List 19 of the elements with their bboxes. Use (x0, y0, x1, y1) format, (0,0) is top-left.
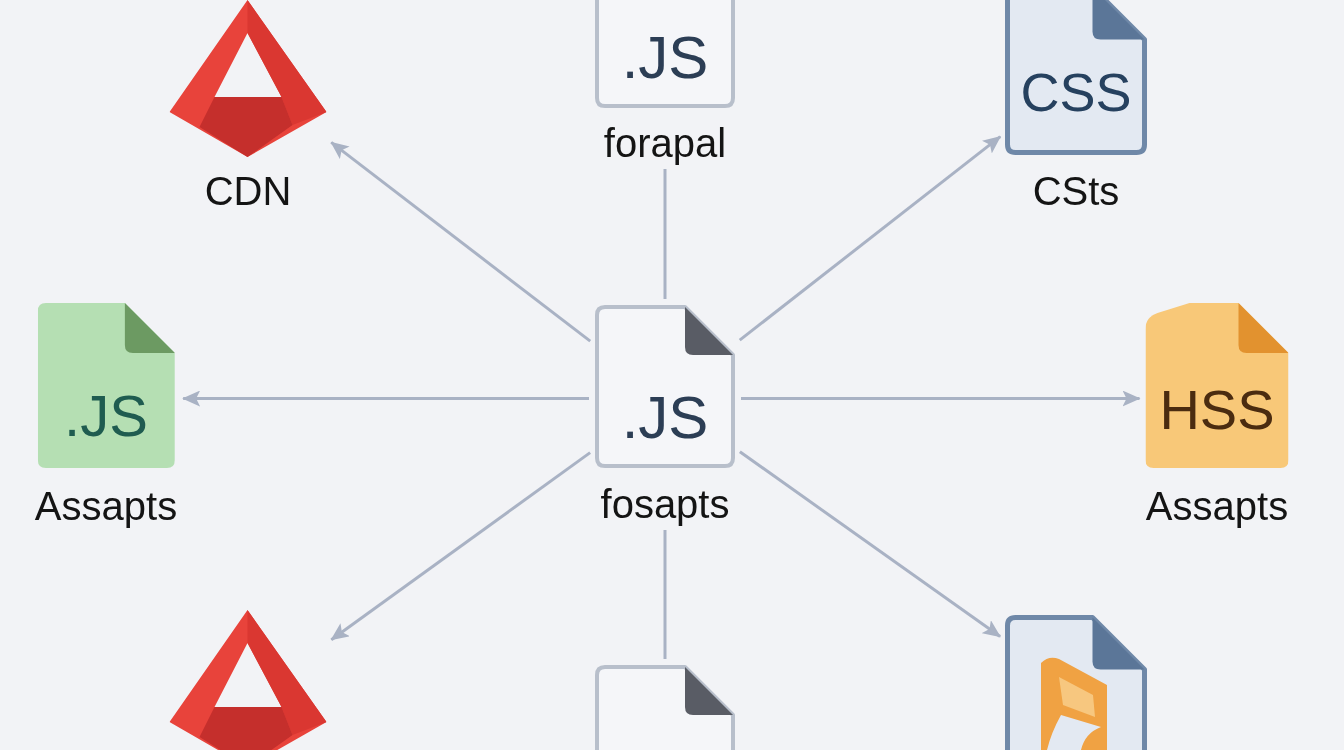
caption-label: fosapts (600, 484, 730, 524)
file-type-text: .JS (64, 387, 148, 445)
arrow (182, 390, 589, 407)
connector-line (663, 530, 667, 659)
arrow (330, 451, 591, 641)
arrow (739, 450, 1001, 638)
caption-label: Assapts (1145, 486, 1289, 526)
caption-label: CSts (1032, 171, 1120, 211)
arrow (741, 390, 1141, 407)
arrow (330, 141, 592, 343)
file-type-text: HSS (1159, 382, 1275, 438)
file-type-text: .JS (621, 28, 709, 88)
caption-label: forapal (603, 123, 727, 163)
caption-label: Assapts (34, 486, 178, 526)
file-type-text: CSS (1020, 65, 1132, 119)
file-type-text: .JS (621, 388, 709, 448)
arrow (738, 135, 1002, 342)
connector-line (663, 169, 667, 299)
caption-label: CDN (204, 171, 292, 211)
